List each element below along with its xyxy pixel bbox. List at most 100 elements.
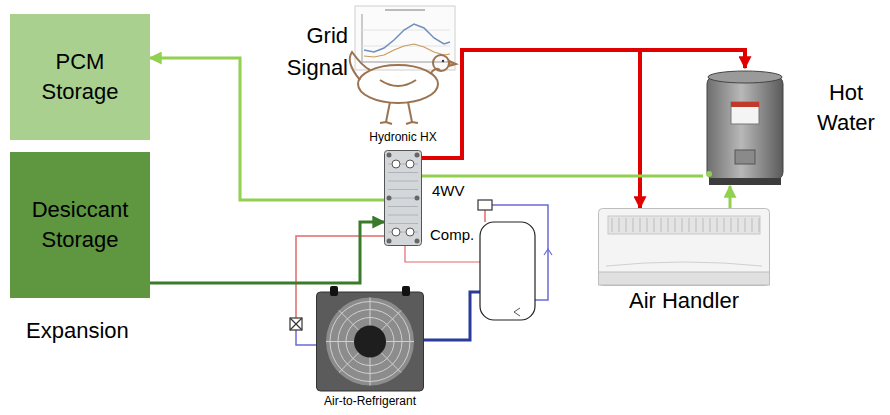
refrigerant-line — [296, 330, 316, 345]
node-label: PCM Storage — [25, 47, 135, 107]
grille-slat — [717, 218, 718, 232]
flow-arrow — [422, 175, 703, 178]
grille-slat — [738, 218, 739, 232]
plate-edge — [388, 198, 418, 199]
tank-stripe — [731, 102, 759, 107]
grille-slat — [731, 218, 732, 232]
chicken-doodle — [350, 52, 456, 124]
chicken-beak — [449, 61, 456, 66]
plate-bolt — [387, 153, 392, 158]
flow-arrow — [422, 50, 640, 208]
plate-picture — [384, 150, 422, 246]
hot-water-tank: Hot Water — [703, 68, 787, 186]
compressor-label: Comp. — [430, 226, 474, 244]
plate-bolt — [387, 196, 392, 201]
chicken-leg — [386, 102, 390, 122]
flow-arrow — [150, 58, 384, 200]
grille-slat — [759, 218, 760, 232]
flow-chevron — [514, 308, 520, 316]
plate-edge — [388, 206, 418, 207]
expansion-valve-cross — [290, 318, 302, 330]
compressor-shell — [480, 222, 535, 320]
plate-body — [385, 151, 422, 246]
grille-slat — [724, 218, 725, 232]
chicken-tail — [350, 52, 370, 80]
grille-slat — [668, 218, 669, 232]
unit-grille — [608, 216, 760, 234]
plate-bolt — [415, 153, 420, 158]
flow-chevron — [544, 249, 552, 255]
storage-box: Desiccant Storage — [10, 152, 150, 298]
grille-slat — [647, 218, 648, 232]
node-label: Desiccant Storage — [20, 195, 140, 255]
signal-label: Grid Signal — [250, 20, 348, 84]
grille-slat — [703, 218, 704, 232]
grille-slat — [626, 218, 627, 232]
plate-edge — [388, 172, 418, 173]
fan-picture — [316, 286, 424, 392]
refrigerant-line — [484, 210, 486, 222]
chart-title-bar — [385, 9, 425, 11]
grille-slat — [654, 218, 655, 232]
node-label: Hot Water — [809, 78, 883, 138]
chicken-wing — [380, 80, 416, 86]
fan-terminal — [402, 286, 410, 296]
fan-motor — [354, 326, 386, 358]
chart-curve — [364, 24, 450, 52]
chart-axis — [362, 62, 450, 63]
plate-port — [392, 160, 400, 168]
fan-frame — [317, 292, 424, 391]
unit-base — [599, 272, 770, 285]
valve-label: Expansion — [26, 318, 129, 344]
plate-edge — [388, 189, 418, 190]
four-way-valve — [478, 200, 492, 210]
chicken-feet — [380, 122, 418, 124]
flow-arrow — [150, 222, 384, 283]
plate-edge — [388, 215, 418, 216]
tank-base — [709, 178, 781, 185]
chicken-leg — [408, 102, 412, 122]
node-label: Air Handler — [598, 288, 770, 314]
tank-inlet — [706, 171, 712, 177]
grille-slat — [682, 218, 683, 232]
grille-slat — [661, 218, 662, 232]
suction-line — [424, 292, 480, 340]
grille-slat — [710, 218, 711, 232]
storage-box: PCM Storage — [10, 14, 150, 140]
unit-body — [599, 209, 770, 286]
flow-arrow — [422, 50, 745, 158]
grille-slat — [689, 218, 690, 232]
plate-port — [406, 160, 414, 168]
plate-bolt — [387, 239, 392, 244]
chicken-head — [433, 55, 449, 71]
unit-contour — [606, 262, 762, 266]
valve-label: 4WV — [432, 182, 465, 200]
tank-picture — [703, 68, 787, 186]
plate-port — [406, 228, 414, 236]
fan-opening — [326, 298, 414, 386]
grille-slat — [619, 218, 620, 232]
tank-top — [708, 71, 782, 83]
grille-slat — [696, 218, 697, 232]
air-handler: Air Handler — [598, 208, 770, 286]
tank-sticker — [731, 102, 759, 124]
grille-slat — [675, 218, 676, 232]
grille-slat — [752, 218, 753, 232]
node-label: Hydronic HX — [324, 130, 482, 144]
chicken-body — [358, 65, 438, 103]
grid-chart — [355, 6, 455, 70]
fan-coil: Air-to-Refrigerant — [316, 286, 424, 392]
expansion-valve — [290, 318, 302, 330]
plate-edge — [388, 181, 418, 182]
fan-terminal — [330, 286, 338, 296]
grille-slat — [633, 218, 634, 232]
chart-axis — [362, 14, 363, 62]
tank-panel — [735, 150, 755, 164]
grille-slat — [745, 218, 746, 232]
chicken-eye — [442, 60, 444, 62]
chart-frame — [355, 6, 455, 70]
heat-exchanger: Hydronic HX — [384, 150, 422, 246]
node-label: Air-to-Refrigerant — [276, 394, 464, 408]
plate-bolt — [415, 239, 420, 244]
